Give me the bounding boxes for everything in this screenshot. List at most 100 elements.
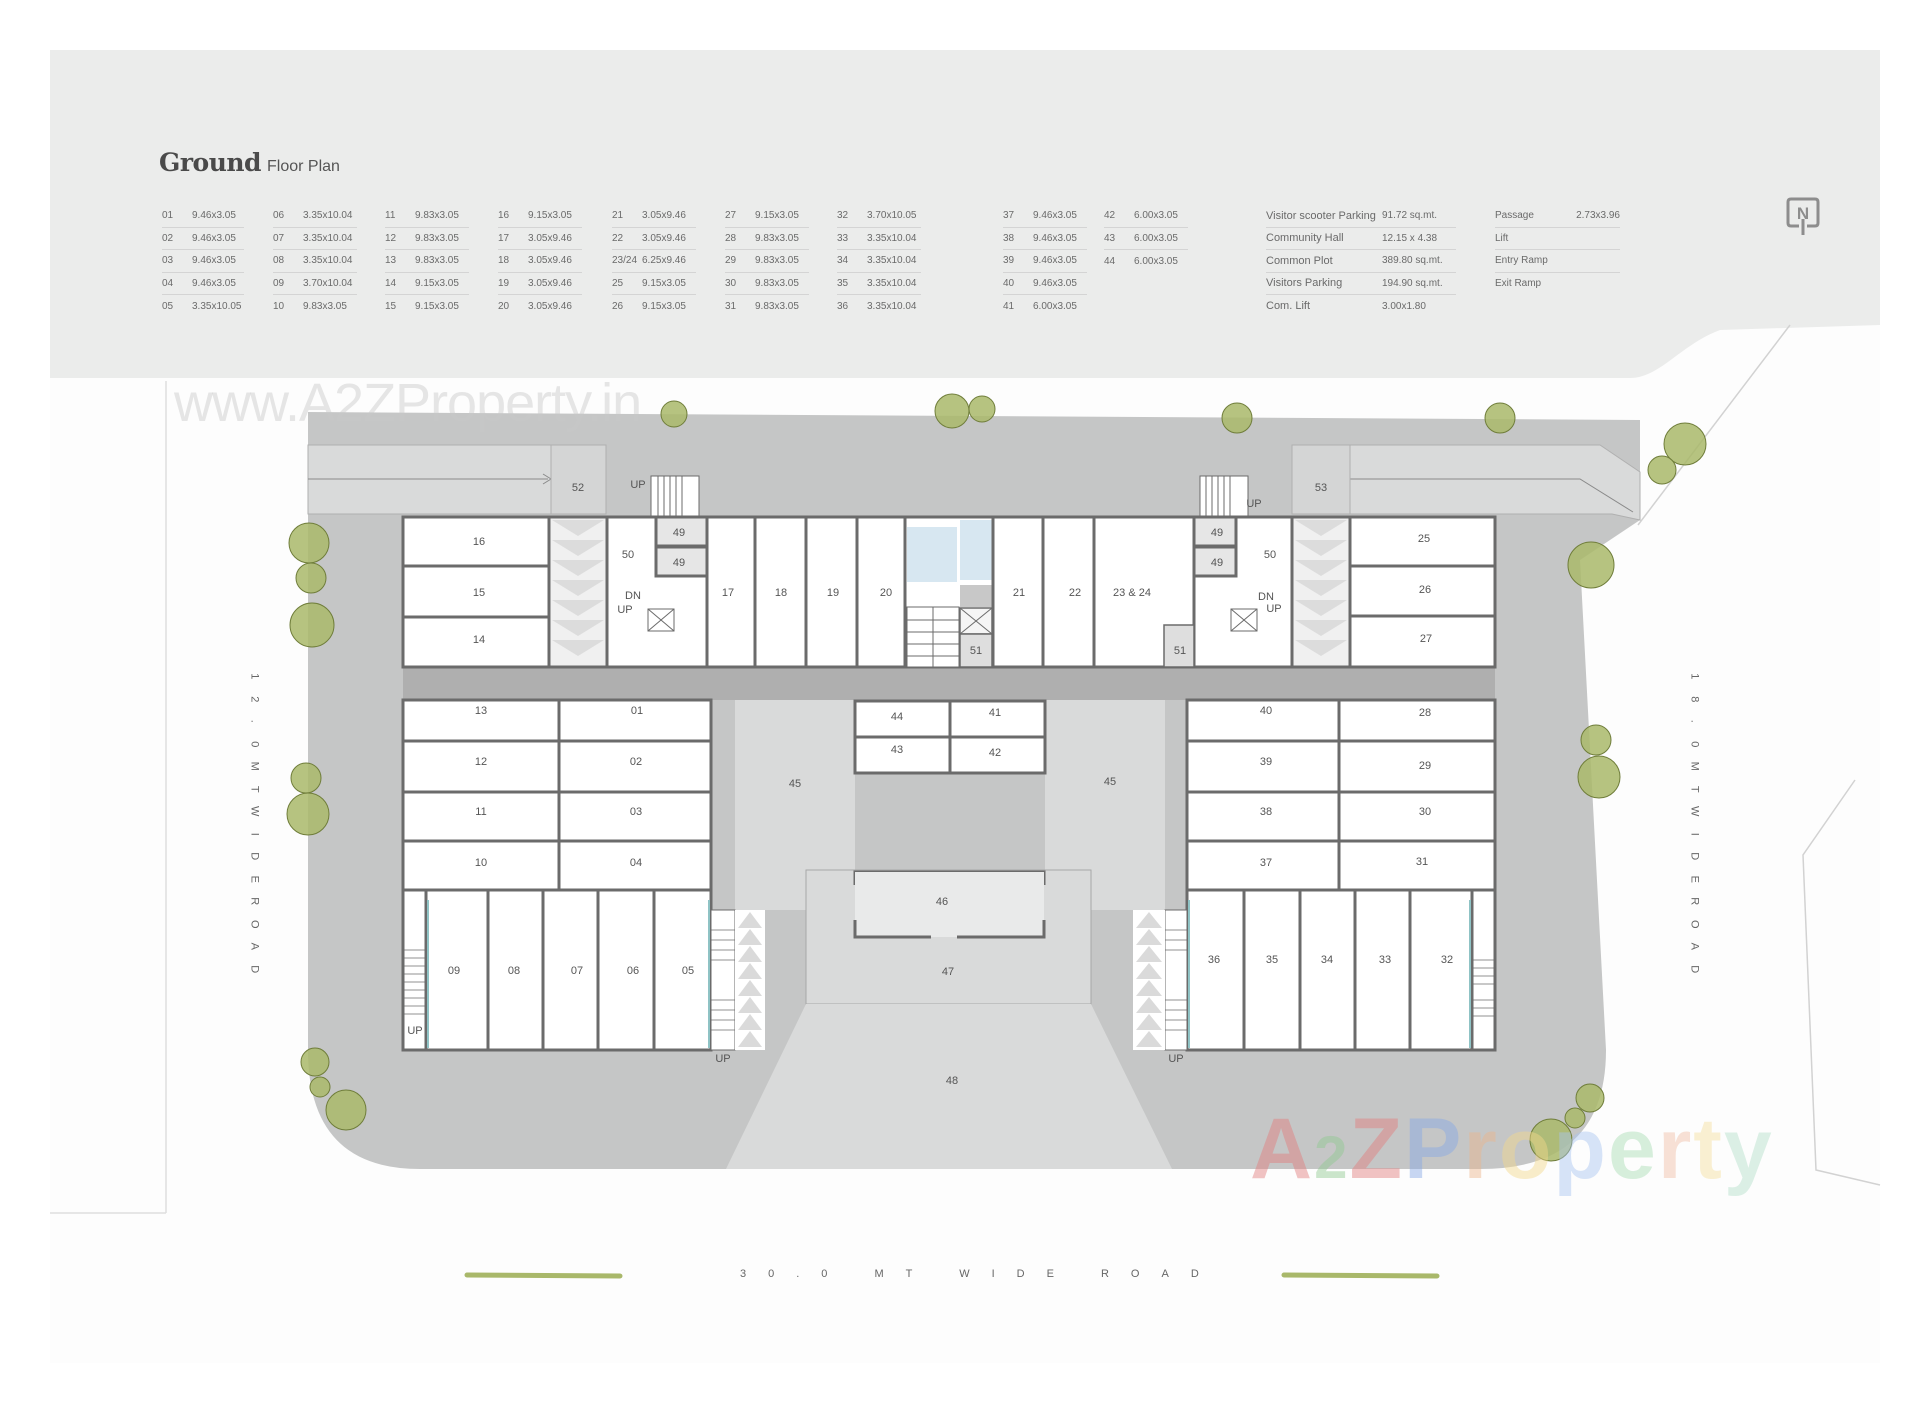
legend-id: 05 [162, 300, 174, 312]
legend-id: 27 [725, 210, 737, 222]
amenity-label: Common Plot [1266, 254, 1333, 267]
com-lift-51-center[interactable]: 51 [970, 645, 982, 657]
legend-panel [50, 50, 1880, 378]
unit-14[interactable]: 14 [473, 634, 485, 646]
legend-size: 9.83x3.05 [755, 277, 799, 289]
legend-size: 9.15x3.05 [642, 277, 686, 289]
unit-22[interactable]: 22 [1069, 587, 1081, 599]
legend-id: 38 [1003, 232, 1015, 244]
legend-size: 3.05x9.46 [642, 232, 686, 244]
unit-09[interactable]: 09 [448, 965, 460, 977]
unit-38[interactable]: 38 [1260, 806, 1272, 818]
amenity-label: Com. Lift [1266, 300, 1311, 313]
passage-50-left[interactable]: 50 [622, 549, 634, 561]
lift-49-right-b[interactable]: 49 [1211, 557, 1223, 569]
legend-id: 29 [725, 255, 737, 267]
unit-25[interactable]: 25 [1418, 533, 1430, 545]
unit-33[interactable]: 33 [1379, 954, 1391, 966]
stair-up-label: UP [715, 1053, 730, 1065]
amenity-label: Community Hall [1266, 232, 1344, 245]
bottom-road-label: 30.0 MT WIDE ROAD [740, 1268, 1221, 1280]
lift-49-right-a[interactable]: 49 [1211, 527, 1223, 539]
unit-03[interactable]: 03 [630, 806, 642, 818]
unit-17[interactable]: 17 [722, 587, 734, 599]
legend-id: 02 [162, 232, 174, 244]
stair-up-label: UP [407, 1025, 422, 1037]
common-plot-47[interactable]: 47 [942, 966, 954, 978]
amenity-value: 194.90 sq.mt. [1382, 277, 1443, 289]
legend-size: 3.35x10.04 [303, 210, 353, 222]
unit-16[interactable]: 16 [473, 536, 485, 548]
unit-44[interactable]: 44 [891, 711, 903, 723]
exit-ramp-53[interactable]: 53 [1315, 482, 1327, 494]
community-hall-46[interactable]: 46 [936, 896, 948, 908]
unit-30[interactable]: 30 [1419, 806, 1431, 818]
unit-39[interactable]: 39 [1260, 756, 1272, 768]
legend-size: 3.05x9.46 [528, 232, 572, 244]
legend-id: 36 [837, 300, 849, 312]
unit-15[interactable]: 15 [473, 587, 485, 599]
unit-13[interactable]: 13 [475, 705, 487, 717]
unit-32[interactable]: 32 [1441, 954, 1453, 966]
unit-34[interactable]: 34 [1321, 954, 1333, 966]
visitor-parking-45-right[interactable]: 45 [1104, 776, 1116, 788]
unit-35[interactable]: 35 [1266, 954, 1278, 966]
unit-27[interactable]: 27 [1420, 633, 1432, 645]
legend-size: 3.35x10.04 [867, 277, 917, 289]
unit-40[interactable]: 40 [1260, 705, 1272, 717]
unit-04[interactable]: 04 [630, 857, 642, 869]
unit-07[interactable]: 07 [571, 965, 583, 977]
stair-dn-label: DN [1258, 591, 1274, 603]
unit-18[interactable]: 18 [775, 587, 787, 599]
unit-05[interactable]: 05 [682, 965, 694, 977]
com-lift-51-right[interactable]: 51 [1174, 645, 1186, 657]
unit-23-24[interactable]: 23 & 24 [1113, 587, 1151, 599]
lift-49-left-b[interactable]: 49 [673, 557, 685, 569]
area-48[interactable]: 48 [946, 1075, 958, 1087]
unit-12[interactable]: 12 [475, 756, 487, 768]
service-value: 2.73x3.96 [1576, 210, 1620, 222]
legend-size: 9.15x3.05 [415, 300, 459, 312]
lift-49-left-a[interactable]: 49 [673, 527, 685, 539]
passage-50-right[interactable]: 50 [1264, 549, 1276, 561]
unit-19[interactable]: 19 [827, 587, 839, 599]
unit-21[interactable]: 21 [1013, 587, 1025, 599]
unit-31[interactable]: 31 [1416, 856, 1428, 868]
legend-size: 9.15x3.05 [528, 210, 572, 222]
unit-11[interactable]: 11 [475, 806, 486, 818]
stair-up-label: UP [1266, 603, 1281, 615]
unit-02[interactable]: 02 [630, 756, 642, 768]
service-label: Passage [1495, 210, 1534, 222]
unit-42[interactable]: 42 [989, 747, 1001, 759]
legend-size: 6.00x3.05 [1134, 232, 1178, 244]
legend-size: 6.00x3.05 [1134, 255, 1178, 267]
watermark-url: www.A2ZProperty.in [174, 373, 642, 433]
unit-28[interactable]: 28 [1419, 707, 1431, 719]
visitor-parking-45-left[interactable]: 45 [789, 778, 801, 790]
legend-size: 6.25x9.46 [642, 255, 686, 267]
legend-id: 17 [498, 232, 510, 244]
entry-ramp-52[interactable]: 52 [572, 482, 584, 494]
unit-26[interactable]: 26 [1419, 584, 1431, 596]
unit-37[interactable]: 37 [1260, 857, 1272, 869]
legend-id: 35 [837, 277, 849, 289]
unit-08[interactable]: 08 [508, 965, 520, 977]
legend-size: 3.35x10.05 [192, 300, 242, 312]
legend-id: 16 [498, 210, 510, 222]
legend-size: 3.35x10.04 [303, 255, 353, 267]
unit-10[interactable]: 10 [475, 857, 487, 869]
legend-id: 08 [273, 255, 285, 267]
unit-29[interactable]: 29 [1419, 760, 1431, 772]
legend-id: 14 [385, 277, 397, 289]
unit-06[interactable]: 06 [627, 965, 639, 977]
unit-43[interactable]: 43 [891, 744, 903, 756]
unit-36[interactable]: 36 [1208, 954, 1220, 966]
unit-01[interactable]: 01 [631, 705, 643, 717]
unit-20[interactable]: 20 [880, 587, 892, 599]
unit-41[interactable]: 41 [989, 707, 1001, 719]
legend-size: 6.00x3.05 [1134, 210, 1178, 222]
amenity-value: 389.80 sq.mt. [1382, 255, 1443, 267]
